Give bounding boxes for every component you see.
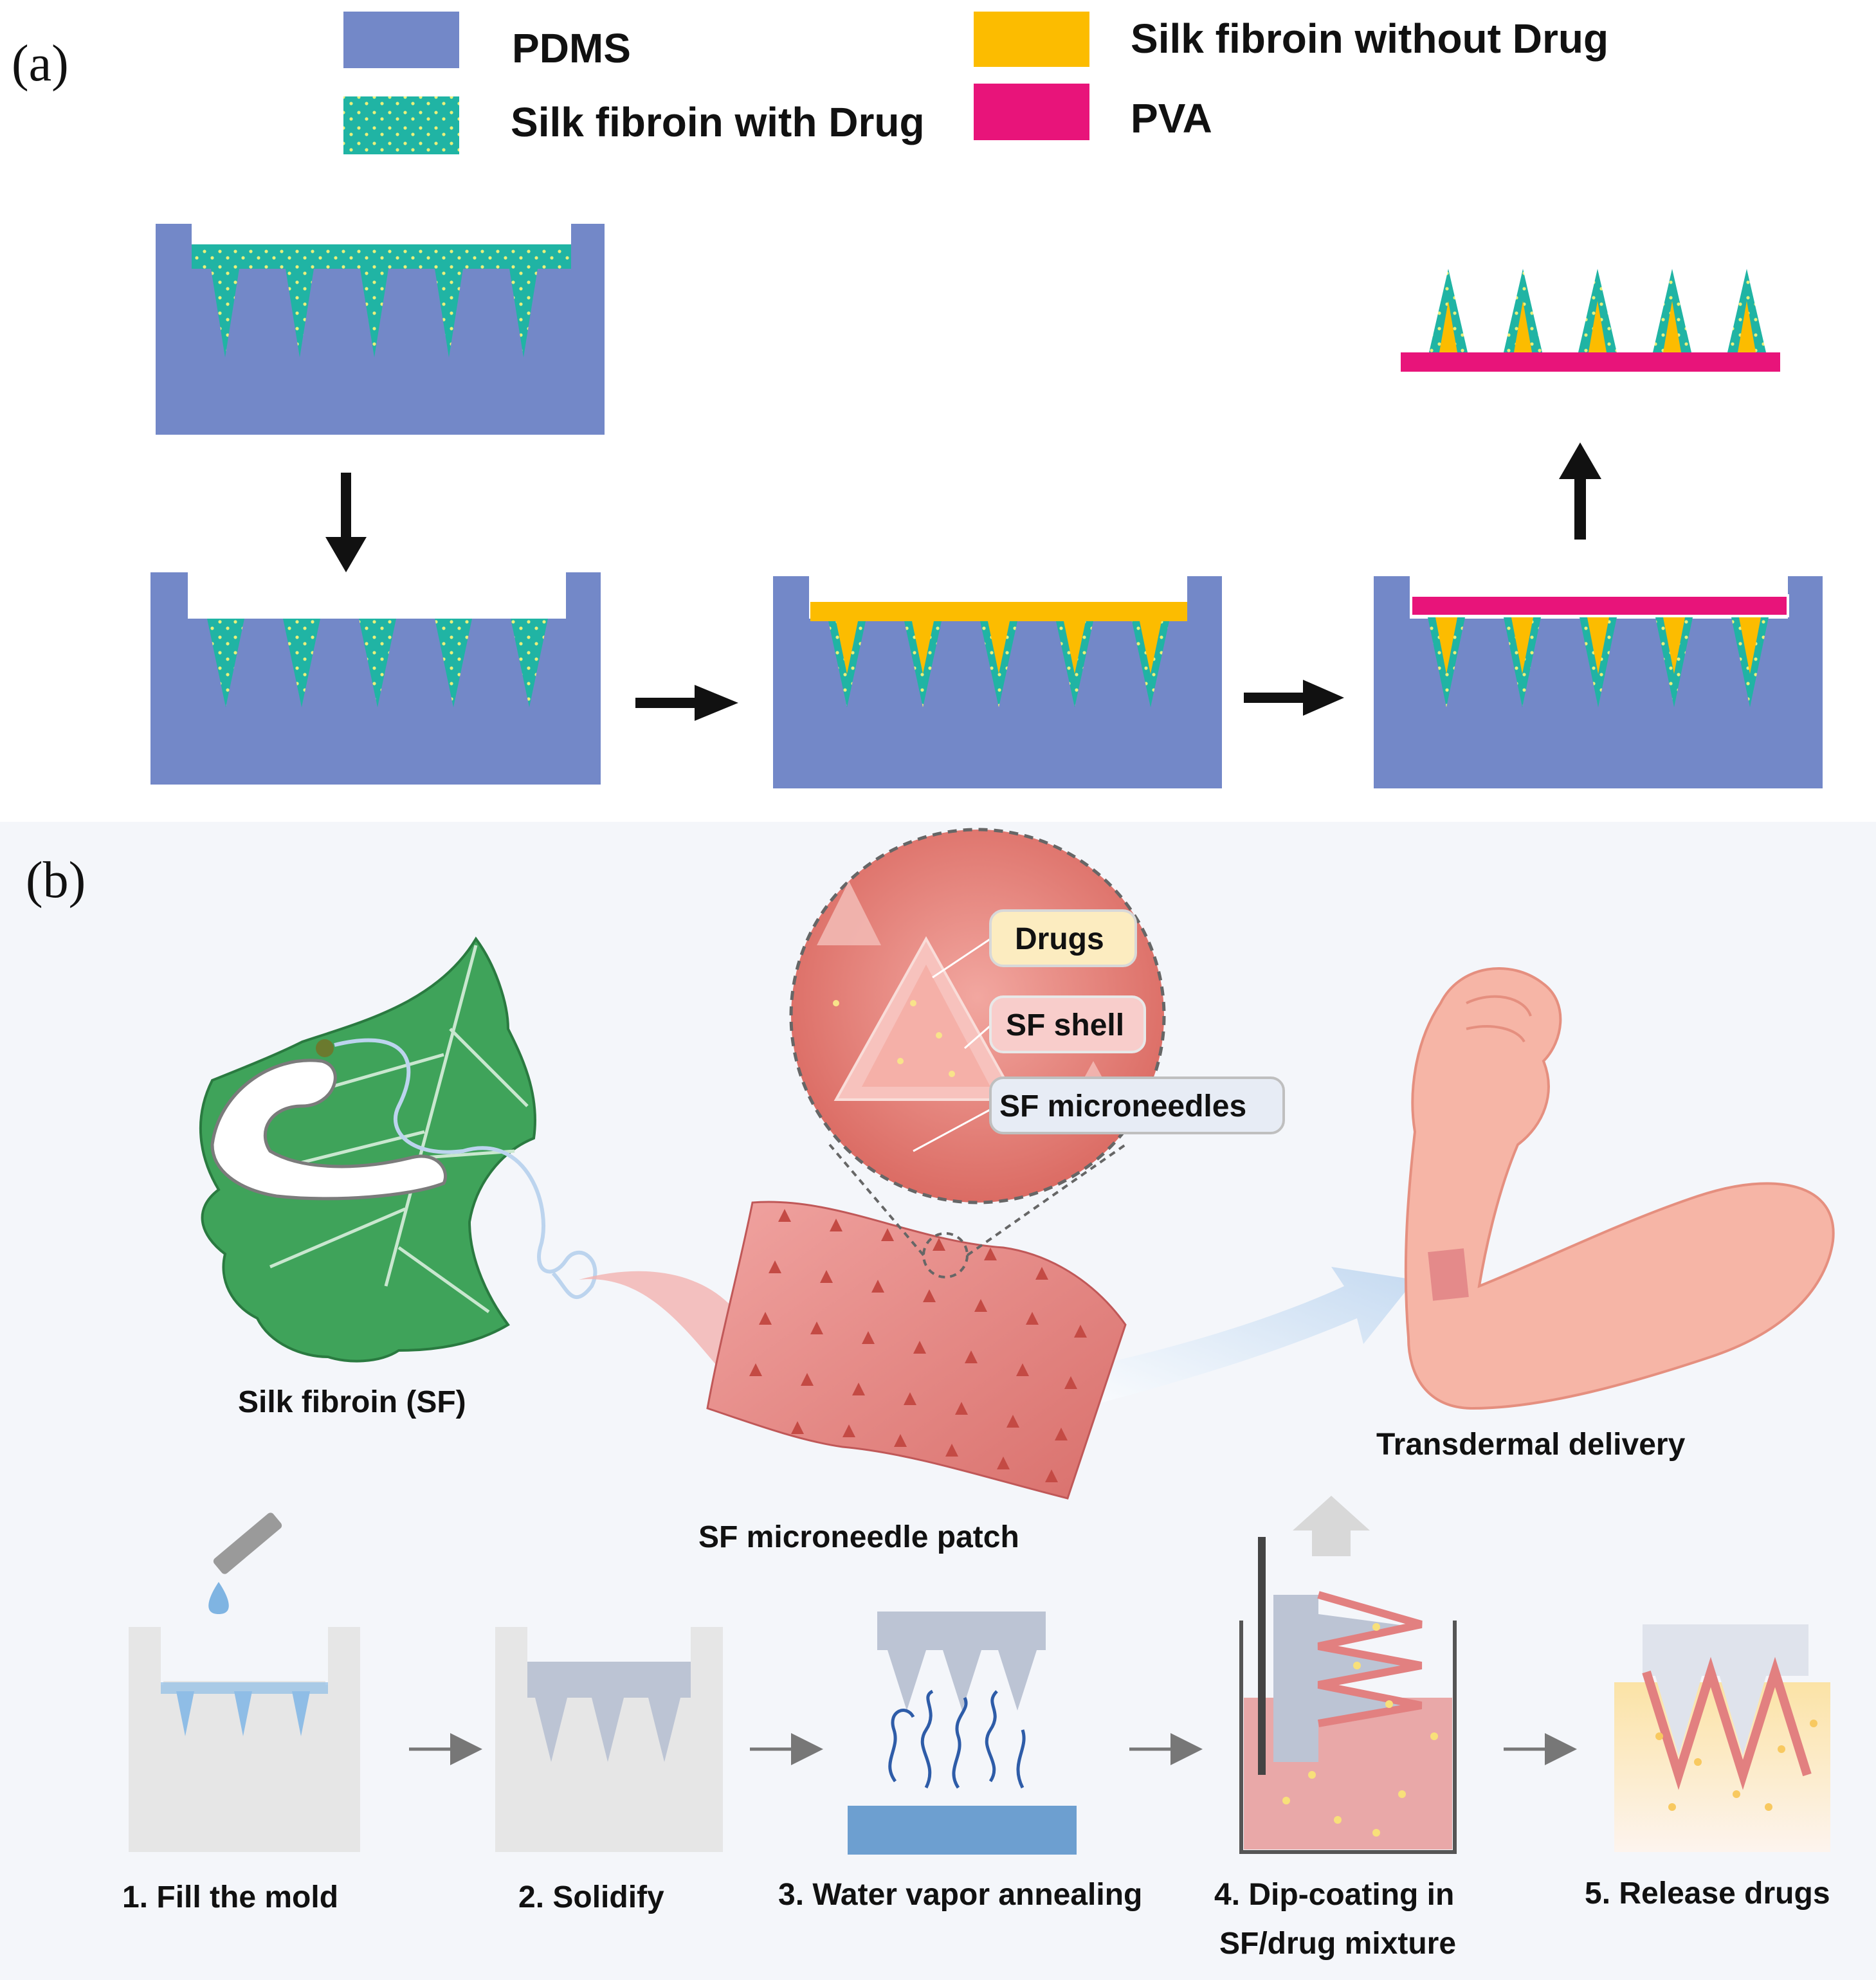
mold-filled [156, 224, 605, 435]
callout-shell-box [989, 995, 1146, 1053]
panel-b-label: (b) [26, 852, 86, 909]
patch-label: SF microneedle patch [698, 1520, 1019, 1554]
step-3-annealing: 3. Water vapor annealing [778, 1612, 1142, 1912]
step-2-solidify: 2. Solidify [495, 1627, 723, 1914]
legend: PDMS Silk fibroin with Drug Silk fibroin… [343, 12, 1608, 154]
mold-tips [150, 572, 601, 785]
step-5-label: 5. Release drugs [1585, 1876, 1830, 1911]
arrow-down [325, 473, 367, 572]
demolded-patch [1401, 269, 1780, 372]
callout-shell: SF shell [1006, 1008, 1124, 1042]
arm-illustration: Transdermal delivery [1376, 967, 1835, 1462]
callout-drugs: Drugs [1015, 922, 1104, 956]
step-3-label: 3. Water vapor annealing [778, 1878, 1142, 1912]
leaf-silkworm-illustration: Silk fibroin (SF) [199, 936, 597, 1419]
panel-a: (a) PDMS Silk fibroin with Drug Silk fib… [12, 12, 1823, 788]
legend-swatch-sf-nodrug [974, 12, 1089, 67]
transfer-arrow [1042, 1267, 1415, 1415]
step-4-label-line2: SF/drug mixture [1219, 1927, 1456, 1961]
callout-needles-box [989, 1076, 1285, 1134]
panel-b: (b) Silk fibroin (SF) SF microneedle pat… [0, 822, 1876, 1980]
step-1-label: 1. Fill the mold [122, 1880, 338, 1914]
legend-label-pva: PVA [1131, 95, 1212, 141]
flow-wisp [579, 1271, 751, 1376]
step-4-label-line1: 4. Dip-coating in [1214, 1878, 1454, 1912]
step-4-dip-coating: 4. Dip-coating in SF/drug mixture [1214, 1496, 1457, 1961]
applied-patch [1428, 1248, 1469, 1301]
silk-fibroin-label: Silk fibroin (SF) [238, 1385, 466, 1419]
mold-backing [773, 576, 1222, 788]
zoom-inset: Drugs SF shell SF microneedles [789, 828, 1285, 1278]
callout-needles: SF microneedles [999, 1089, 1246, 1123]
step-5-release: 5. Release drugs [1585, 1624, 1830, 1911]
legend-label-pdms: PDMS [512, 25, 631, 71]
step-2-label: 2. Solidify [518, 1880, 664, 1914]
delivery-label: Transdermal delivery [1376, 1428, 1686, 1462]
legend-label-sf-drug: Silk fibroin with Drug [511, 99, 925, 145]
sf-microneedle-patch: SF microneedle patch [698, 1201, 1127, 1554]
step-1-fill: 1. Fill the mold [122, 1512, 360, 1914]
panel-a-label: (a) [12, 35, 69, 92]
arrow-right-1 [635, 685, 738, 721]
legend-swatch-sf-drug [343, 96, 459, 154]
callout-drugs-box [989, 909, 1137, 967]
legend-swatch-pdms [343, 12, 459, 68]
legend-swatch-pva [974, 84, 1089, 140]
legend-label-sf-nodrug: Silk fibroin without Drug [1131, 15, 1608, 62]
arrow-right-2 [1244, 680, 1344, 716]
mold-pva [1374, 576, 1823, 788]
arrow-up [1559, 442, 1601, 540]
